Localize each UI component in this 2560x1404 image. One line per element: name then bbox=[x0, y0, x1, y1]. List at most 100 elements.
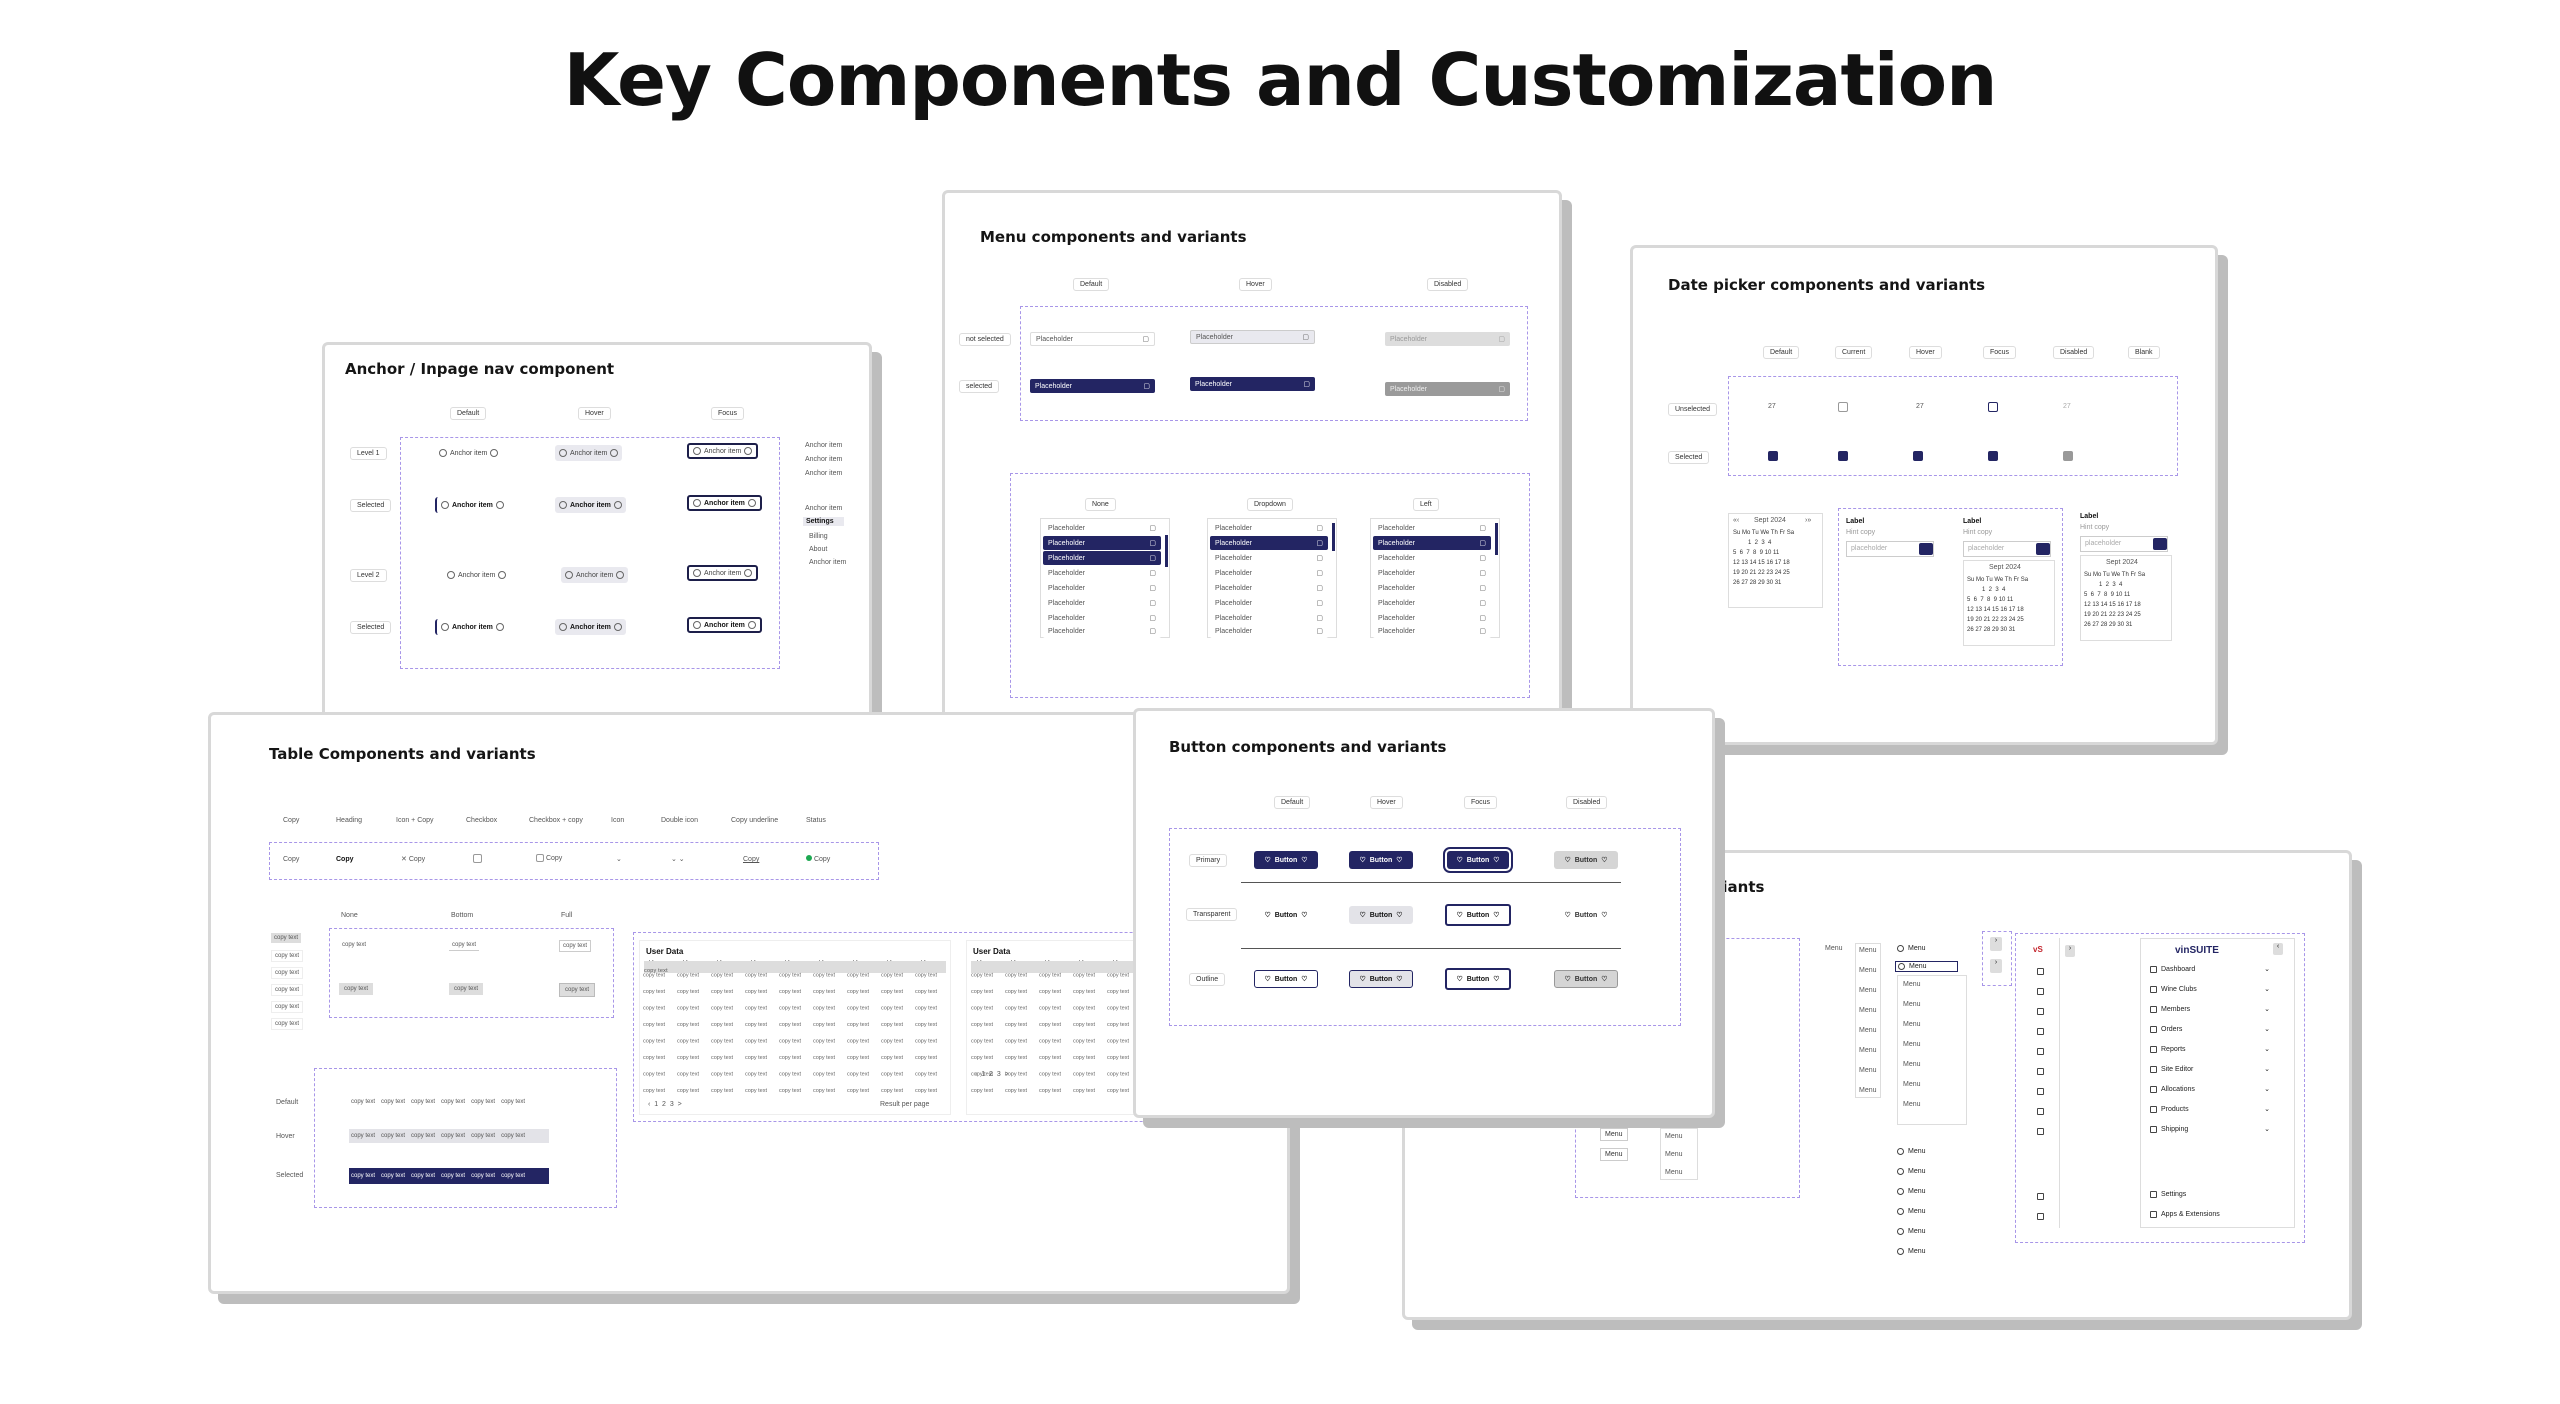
menu-item-lower[interactable]: Menu bbox=[1600, 1128, 1628, 1141]
pagination[interactable]: ‹ 1 2 3 > bbox=[975, 1071, 1009, 1078]
menu-list-item[interactable]: Placeholder▢ bbox=[1210, 611, 1328, 625]
menu-item[interactable]: Menu bbox=[1859, 967, 1877, 974]
dropdown-option[interactable]: Menu bbox=[1903, 981, 1921, 988]
dp-day-current[interactable] bbox=[1838, 402, 1848, 412]
menu-list-item[interactable]: Placeholder▢ bbox=[1373, 581, 1491, 595]
menu-item[interactable]: Menu bbox=[1859, 987, 1877, 994]
reports-icon[interactable] bbox=[2037, 1048, 2044, 1055]
menu-list-item[interactable]: Placeholder▢ bbox=[1373, 551, 1491, 565]
cell-icon[interactable]: ⌄ bbox=[616, 856, 622, 863]
apps-icon[interactable] bbox=[2037, 1213, 2044, 1220]
menu-item-lower[interactable]: Menu bbox=[1600, 1148, 1628, 1161]
menu-collapsed-item[interactable]: Menu bbox=[1897, 1168, 1926, 1175]
menu-item-hover[interactable]: Placeholder▢ bbox=[1190, 330, 1315, 344]
menu-collapsed-item[interactable]: Menu bbox=[1897, 1228, 1926, 1235]
submenu-item[interactable]: Menu bbox=[1665, 1133, 1683, 1140]
menu-collapsed-item[interactable]: Menu bbox=[1897, 1208, 1926, 1215]
pagination[interactable]: ‹ 1 2 3 > bbox=[648, 1101, 682, 1108]
nav-members[interactable]: Members⌄ bbox=[2150, 1005, 2270, 1013]
dropdown-option[interactable]: Menu bbox=[1903, 1061, 1921, 1068]
scrollbar[interactable] bbox=[1332, 523, 1335, 551]
products-icon[interactable] bbox=[2037, 1108, 2044, 1115]
dropdown-option[interactable]: Menu bbox=[1903, 1101, 1921, 1108]
menu-list-item[interactable]: Placeholder▢ bbox=[1210, 581, 1328, 595]
nav-shipping[interactable]: Shipping⌄ bbox=[2150, 1125, 2270, 1133]
menu-item[interactable]: Menu bbox=[1859, 1027, 1877, 1034]
nav-settings[interactable]: Settings bbox=[2150, 1191, 2186, 1198]
dp-day-selected[interactable] bbox=[1768, 451, 1778, 461]
dropdown-option[interactable]: Menu bbox=[1903, 1081, 1921, 1088]
anchor-item-hover[interactable]: Anchor item bbox=[555, 445, 623, 461]
dropdown-option[interactable]: Menu bbox=[1903, 1001, 1921, 1008]
collapse-sidebar-button[interactable]: ‹ bbox=[2273, 943, 2283, 955]
transparent-button[interactable]: ♡Button♡ bbox=[1264, 911, 1308, 920]
anchor-item-level2-focus[interactable]: Anchor item bbox=[687, 565, 759, 581]
expand-button[interactable]: › bbox=[1990, 959, 2002, 973]
dp-day-focus[interactable] bbox=[1988, 402, 1998, 412]
submenu-item[interactable]: Menu bbox=[1665, 1169, 1683, 1176]
side-anchor-item[interactable]: Anchor item bbox=[805, 442, 843, 449]
anchor-item-level2[interactable]: Anchor item bbox=[443, 567, 510, 583]
nav-products[interactable]: Products⌄ bbox=[2150, 1105, 2270, 1113]
nav-dashboard[interactable]: Dashboard⌄ bbox=[2150, 965, 2270, 973]
cell-double-icon[interactable]: ⌄ ⌄ bbox=[671, 856, 685, 863]
menu-list-item[interactable]: Placeholder▢ bbox=[1043, 566, 1161, 580]
menu-collapsed-item[interactable]: Menu bbox=[1897, 1148, 1926, 1155]
nav-orders[interactable]: Orders⌄ bbox=[2150, 1025, 2270, 1033]
anchor-item[interactable]: Anchor item bbox=[435, 445, 502, 461]
anchor-item-focus[interactable]: Anchor item bbox=[687, 443, 759, 459]
side-anchor-item[interactable]: Anchor item bbox=[805, 470, 843, 477]
menu-list-item[interactable]: Placeholder▢ bbox=[1043, 596, 1161, 610]
dashboard-icon[interactable] bbox=[2037, 968, 2044, 975]
menu-list-item[interactable]: Placeholder▢ bbox=[1210, 551, 1328, 565]
allocations-icon[interactable] bbox=[2037, 1088, 2044, 1095]
outline-button-focus[interactable]: ♡Button♡ bbox=[1445, 968, 1511, 990]
menu-collapsed-item[interactable]: Menu bbox=[1897, 1248, 1926, 1255]
dp-input-open[interactable]: placeholder bbox=[1963, 541, 2051, 557]
dp-input[interactable]: placeholder bbox=[1846, 541, 1934, 557]
nav-reports[interactable]: Reports⌄ bbox=[2150, 1045, 2270, 1053]
menu-list-item[interactable]: Placeholder▢ bbox=[1043, 581, 1161, 595]
menu-list-item[interactable]: Placeholder▢ bbox=[1210, 521, 1328, 535]
menu-item[interactable]: Menu bbox=[1859, 1047, 1877, 1054]
side-anchor-settings[interactable]: Settings bbox=[803, 517, 844, 526]
dp-day[interactable]: 27 bbox=[1768, 403, 1776, 410]
settings-icon[interactable] bbox=[2037, 1193, 2044, 1200]
transparent-button-hover[interactable]: ♡Button♡ bbox=[1349, 906, 1413, 924]
menu-list-item[interactable]: Placeholder▢ bbox=[1373, 611, 1491, 625]
menu-list-item[interactable]: Placeholder▢ bbox=[1043, 611, 1161, 625]
anchor-item-level2-selected-hover[interactable]: Anchor item bbox=[555, 619, 626, 635]
cart-icon[interactable] bbox=[2037, 1028, 2044, 1035]
menu-item[interactable]: Menu bbox=[1859, 1007, 1877, 1014]
nav-site-editor[interactable]: Site Editor⌄ bbox=[2150, 1065, 2270, 1073]
menu-list-item[interactable]: Placeholder▢ bbox=[1373, 624, 1491, 638]
expand-sidebar-button[interactable]: › bbox=[2065, 945, 2075, 957]
menu-item[interactable]: Placeholder▢ bbox=[1030, 332, 1155, 346]
menu-list-item[interactable]: Placeholder▢ bbox=[1373, 596, 1491, 610]
anchor-item-level2-selected[interactable]: Anchor item bbox=[435, 619, 508, 635]
side-anchor-item[interactable]: Billing bbox=[809, 533, 828, 540]
dp-day-selected-current[interactable] bbox=[1838, 451, 1848, 461]
nav-wine-clubs[interactable]: Wine Clubs⌄ bbox=[2150, 985, 2270, 993]
nav-apps[interactable]: Apps & Extensions bbox=[2150, 1211, 2220, 1218]
cell-checkbox[interactable] bbox=[473, 854, 482, 863]
menu-list-item[interactable]: Placeholder▢ bbox=[1043, 521, 1161, 535]
anchor-item-selected[interactable]: Anchor item bbox=[435, 497, 508, 513]
outline-button[interactable]: ♡Button♡ bbox=[1254, 970, 1318, 988]
next-month-icon[interactable]: ›» bbox=[1805, 517, 1812, 524]
primary-button[interactable]: ♡Button♡ bbox=[1254, 851, 1318, 869]
shipping-icon[interactable] bbox=[2037, 1128, 2044, 1135]
scrollbar[interactable] bbox=[1495, 523, 1498, 555]
menu-list-item[interactable]: Placeholder▢ bbox=[1210, 536, 1328, 550]
menu-collapsed-item[interactable]: Menu bbox=[1897, 1188, 1926, 1195]
dp-day-selected-hover[interactable] bbox=[1913, 451, 1923, 461]
menu-list-item[interactable]: Placeholder▢ bbox=[1373, 536, 1491, 550]
dp-input-3[interactable]: placeholder bbox=[2080, 536, 2168, 552]
calendar-icon[interactable] bbox=[2036, 543, 2050, 555]
anchor-item-level2-selected-focus[interactable]: Anchor item bbox=[687, 617, 762, 633]
transparent-button-focus[interactable]: ♡Button♡ bbox=[1445, 904, 1511, 926]
expand-button[interactable]: › bbox=[1990, 937, 2002, 951]
outline-button-hover[interactable]: ♡Button♡ bbox=[1349, 970, 1413, 988]
dp-day-selected-focus[interactable] bbox=[1988, 451, 1998, 461]
